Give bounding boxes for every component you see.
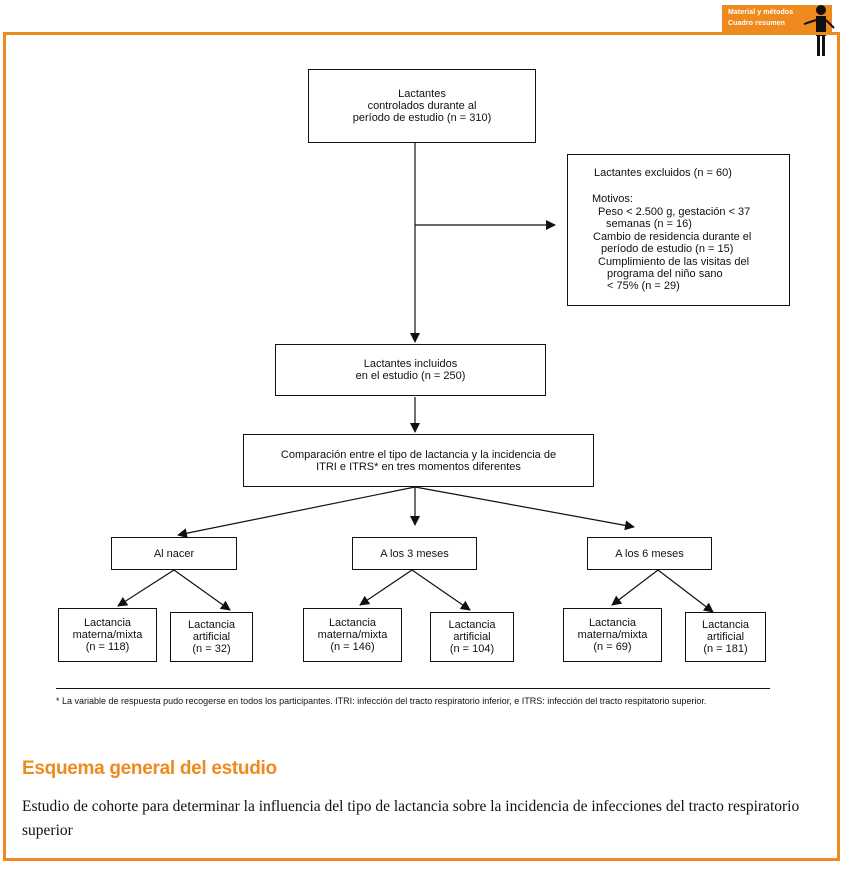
included-infants-box: Lactantes incluidos en el estudio (n = 2… — [275, 344, 546, 396]
birth-materna-line1: Lactancia — [83, 617, 132, 629]
6months-materna-line1: Lactancia — [588, 617, 637, 629]
footnote: * La variable de respuesta pudo recogers… — [56, 696, 707, 706]
monitored-infants-box: Lactantes controlados durante al período… — [308, 69, 536, 143]
comparison-line1: Comparación entre el tipo de lactancia y… — [280, 448, 557, 461]
6months-artificial-line2: artificial — [706, 631, 745, 643]
arrow-6m-materna — [611, 569, 659, 606]
excluded-reason3c: < 75% (n = 29) — [607, 280, 680, 292]
comparison-box: Comparación entre el tipo de lactancia y… — [243, 434, 594, 487]
moment-3months-box: A los 3 meses — [352, 537, 477, 570]
birth-artificial-line1: Lactancia — [187, 619, 236, 631]
6months-artificial-line1: Lactancia — [701, 619, 750, 631]
excluded-infants-box: Lactantes excluidos (n = 60) Motivos: Pe… — [567, 154, 790, 306]
excluded-title: Lactantes excluidos (n = 60) — [594, 167, 732, 179]
moment-birth-label: Al nacer — [153, 547, 195, 560]
teacher-pointer-icon — [804, 5, 835, 56]
excluded-motivos-label: Motivos: — [592, 193, 633, 205]
excluded-reason1b: semanas (n = 16) — [606, 218, 692, 230]
arrow-6m-artificial — [657, 569, 714, 613]
3months-materna-line1: Lactancia — [328, 617, 377, 629]
moment-birth-box: Al nacer — [111, 537, 237, 570]
included-line1: Lactantes incluidos — [363, 358, 458, 370]
birth-artificial-box: Lactancia artificial (n = 32) — [170, 612, 253, 662]
header-badge-line1: Material y métodos — [728, 9, 794, 16]
3months-artificial-line2: artificial — [453, 631, 491, 643]
6months-materna-box: Lactancia materna/mixta (n = 69) — [563, 608, 662, 662]
top-box-line1: Lactantes — [398, 88, 446, 100]
birth-artificial-line2: artificial — [192, 631, 231, 643]
excluded-reason3a: Cumplimiento de las visitas del — [598, 256, 750, 268]
moment-6months-label: A los 6 meses — [615, 547, 684, 560]
included-line2: en el estudio (n = 250) — [355, 370, 466, 382]
6months-materna-line2: materna/mixta — [577, 629, 648, 641]
6months-artificial-box: Lactancia artificial (n = 181) — [685, 612, 766, 662]
3months-artificial-box: Lactancia artificial (n = 104) — [430, 612, 514, 662]
header-badge: Material y métodos Cuadro resumen — [722, 5, 832, 33]
moment-3months-label: A los 3 meses — [380, 547, 449, 560]
birth-materna-line2: materna/mixta — [72, 629, 143, 641]
excluded-reason3b: programa del niño sano — [607, 268, 723, 280]
section-description: Estudio de cohorte para determinar la in… — [22, 798, 800, 839]
arrow-3m-artificial — [411, 569, 471, 611]
arrow-to-6months — [414, 486, 635, 531]
birth-materna-line3: (n = 118) — [85, 641, 130, 653]
content-frame — [3, 32, 840, 861]
comparison-line2: ITRI e ITRS* en tres momentos diferentes — [316, 460, 521, 473]
excluded-reason2b: período de estudio (n = 15) — [601, 243, 734, 255]
excluded-reason1a: Peso < 2.500 g, gestación < 37 — [598, 206, 751, 218]
arrow-birth-artificial — [173, 569, 231, 611]
top-box-line2: controlados durante al — [367, 100, 477, 112]
3months-materna-line3: (n = 146) — [330, 641, 375, 653]
6months-materna-line3: (n = 69) — [593, 641, 632, 653]
arrow-3m-materna — [359, 569, 413, 606]
3months-materna-box: Lactancia materna/mixta (n = 146) — [303, 608, 402, 662]
3months-artificial-line1: Lactancia — [448, 619, 496, 631]
arrow-birth-materna — [117, 569, 175, 607]
top-box-line3: período de estudio (n = 310) — [352, 112, 492, 124]
3months-materna-line2: materna/mixta — [317, 629, 388, 641]
6months-artificial-line3: (n = 181) — [703, 643, 748, 655]
3months-artificial-line3: (n = 104) — [449, 643, 495, 655]
header-badge-line2: Cuadro resumen — [728, 20, 786, 27]
footnote-divider — [56, 688, 770, 689]
section-title: Esquema general del estudio — [22, 758, 277, 779]
birth-artificial-line3: (n = 32) — [192, 643, 231, 655]
excluded-reason2a: Cambio de residencia durante el — [593, 231, 752, 243]
birth-materna-box: Lactancia materna/mixta (n = 118) — [58, 608, 157, 662]
moment-6months-box: A los 6 meses — [587, 537, 712, 570]
arrow-to-birth — [177, 486, 416, 539]
